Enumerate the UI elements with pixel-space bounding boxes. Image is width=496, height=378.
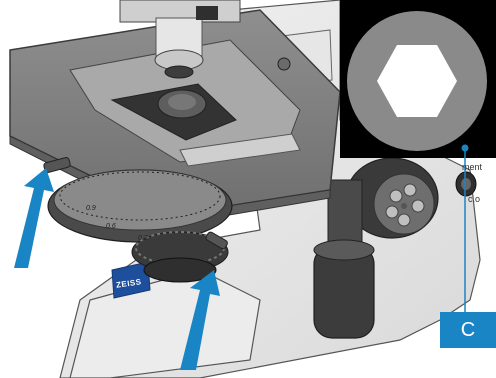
ring-label-0-9: 0.9 [86, 205, 96, 212]
callout-label-c: C [440, 312, 496, 348]
arrow-left [14, 168, 54, 268]
side-port [456, 172, 476, 196]
ring-label-0-3: 0.3 [138, 235, 148, 242]
ring-label-0-6: 0.6 [106, 223, 116, 230]
side-port-label-1: ment [462, 162, 482, 172]
inset-view [340, 0, 496, 158]
side-port-label-2: c.o [468, 194, 480, 204]
